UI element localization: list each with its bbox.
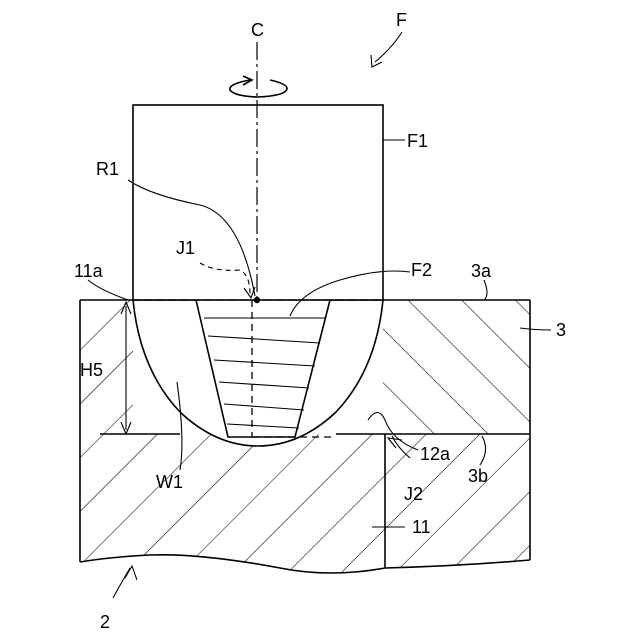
label-h5: H5 — [80, 360, 103, 380]
label-3b: 3b — [468, 466, 488, 486]
label-11a: 11a — [74, 261, 104, 281]
label-r1: R1 — [96, 159, 119, 179]
label-f1: F1 — [407, 131, 428, 151]
label-f: F — [396, 10, 407, 30]
label-w1: W1 — [156, 472, 183, 492]
label-j1: J1 — [176, 238, 195, 258]
member-3 — [383, 300, 530, 434]
shoulder — [133, 105, 383, 300]
point-r1-dot — [254, 297, 260, 303]
label-f2: F2 — [411, 260, 432, 280]
label-3: 3 — [556, 320, 566, 340]
label-12a: 12a — [420, 444, 451, 464]
rotation-arrow-icon — [230, 80, 287, 97]
label-c: C — [251, 20, 264, 40]
label-j2: J2 — [404, 484, 423, 504]
label-11: 11 — [412, 517, 431, 537]
label-2: 2 — [100, 612, 110, 632]
label-3a: 3a — [471, 261, 492, 281]
